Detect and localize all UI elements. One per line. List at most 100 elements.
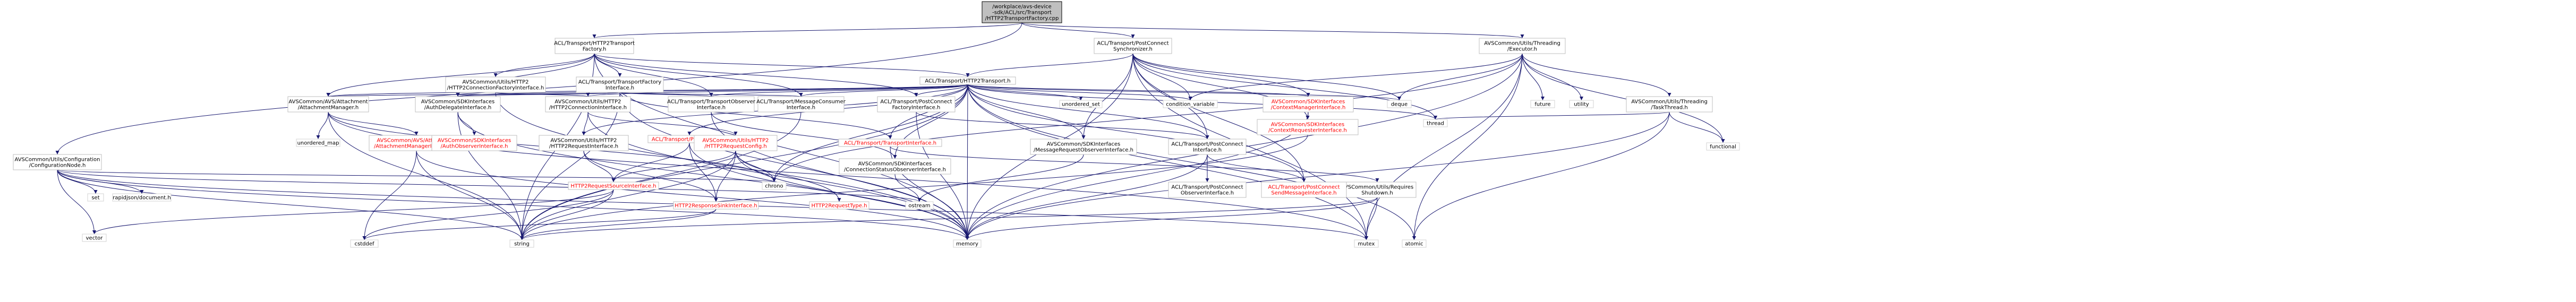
edge-executor-to-chrono	[772, 53, 1523, 183]
node-postconnect-factory-if[interactable]: ACL/Transport/PostConnectFactoryInterfac…	[877, 96, 956, 113]
node-box	[1261, 182, 1347, 198]
node-ostream[interactable]: ostream	[905, 201, 934, 210]
node-atomic[interactable]: atomic	[1402, 239, 1427, 248]
node-http2req-type[interactable]: HTTP2RequestType.h	[809, 201, 869, 210]
node-label-line: unordered_map	[297, 141, 339, 146]
edge-postconnect-factory-if-to-postconnect-if	[916, 111, 1209, 140]
node-string[interactable]: string	[509, 239, 534, 248]
node-vector[interactable]: vector	[82, 234, 107, 242]
node-box	[13, 154, 102, 170]
node-unordered-set[interactable]: unordered_set	[1059, 100, 1103, 108]
node-deque[interactable]: deque	[1387, 100, 1412, 108]
node-label-line: AVSCommon/Utils/Threading	[1484, 41, 1560, 47]
node-transport-factory-if[interactable]: ACL/Transport/TransportFactoryInterface.…	[576, 76, 664, 93]
node-context-requester-if[interactable]: AVSCommon/SDKInterfaces/ContextRequester…	[1257, 119, 1359, 135]
node-cstddef[interactable]: cstddef	[350, 239, 379, 248]
node-label-line: AVSCommon/Utils/HTTP2	[550, 138, 617, 144]
node-label-line: ACL/Transport/TransportInterface.h	[844, 141, 936, 146]
node-http2resp-sink-if[interactable]: HTTP2ResponseSinkInterface.h	[673, 201, 759, 210]
node-label-line: /HTTP2ConnectionFactoryInterface.h	[447, 85, 544, 91]
node-http2conn-factory-if[interactable]: AVSCommon/Utils/HTTP2/HTTP2ConnectionFac…	[445, 76, 546, 93]
node-box	[1706, 142, 1740, 151]
node-label-line: AVSCommon/SDKInterfaces	[858, 161, 932, 167]
edge-factory-h-to-transport-observer-if	[594, 53, 713, 97]
node-label-line: FactoryInterface.h	[892, 105, 941, 111]
node-auth-observer-if[interactable]: AVSCommon/SDKInterfaces/AuthObserverInte…	[431, 135, 517, 151]
node-postconnect-send-msg-if[interactable]: ACL/Transport/PostConnectSendMessageInte…	[1261, 182, 1347, 198]
node-chrono[interactable]: chrono	[762, 182, 787, 190]
node-label-line: /AuthObserverInterface.h	[441, 144, 508, 150]
node-context-mgr-if[interactable]: AVSCommon/SDKInterfaces/ContextManagerIn…	[1263, 96, 1354, 113]
node-http2req-config[interactable]: AVSCommon/Utils/HTTP2/HTTP2RequestConfig…	[694, 135, 778, 151]
node-box	[919, 76, 1016, 85]
node-auth-delegate[interactable]: AVSCommon/SDKInterfaces/AuthDelegateInte…	[415, 96, 501, 113]
edge-http2transport-to-conn-status-observer-if	[893, 84, 968, 159]
edge-factory-h-to-http2transport	[594, 53, 970, 77]
node-label-line: mutex	[1358, 241, 1375, 247]
node-utility[interactable]: utility	[1569, 100, 1594, 108]
node-http2transport[interactable]: ACL/Transport/HTTP2Transport.h	[919, 76, 1016, 85]
node-label-line: ACL/Transport/MessageConsumer	[756, 99, 846, 105]
node-label-line: thread	[1427, 121, 1444, 127]
node-label-line: AVSCommon/Utils/HTTP2	[462, 80, 528, 85]
node-msg-req-observer-if[interactable]: AVSCommon/SDKInterfaces/MessageRequestOb…	[1030, 139, 1137, 155]
node-box	[112, 193, 172, 202]
node-label-line: functional	[1710, 144, 1736, 150]
node-box	[673, 201, 759, 210]
node-conn-status-observer-if[interactable]: AVSCommon/SDKInterfaces/ConnectionStatus…	[839, 158, 951, 175]
node-task-thread[interactable]: AVSCommon/Utils/Threading/TaskThread.h	[1626, 96, 1713, 113]
node-postconnect-observer-if[interactable]: ACL/Transport/PostConnectObserverInterfa…	[1168, 182, 1247, 198]
node-condition-variable[interactable]: condition_variable	[1163, 100, 1218, 108]
node-http2req-source-if[interactable]: HTTP2RequestSourceInterface.h	[568, 182, 659, 190]
node-config-node[interactable]: AVSCommon/Utils/Configuration/Configurat…	[13, 154, 102, 170]
edge-context-requester-if-to-string	[520, 134, 1308, 240]
node-label-line: ACL/Transport/HTTP2Transport.h	[925, 79, 1010, 84]
node-unordered-map[interactable]: unordered_map	[296, 139, 340, 147]
node-attachment-mgr[interactable]: AVSCommon/AVS/Attachment/AttachmentManag…	[287, 96, 369, 113]
edge-requires-shutdown-to-memory	[965, 197, 1378, 240]
node-label-line: ostream	[908, 203, 930, 209]
edge-http2transport-to-deque	[967, 84, 1401, 101]
node-set[interactable]: set	[87, 193, 104, 202]
node-box	[839, 158, 951, 175]
edge-http2req-if-to-http2resp-sink-if	[583, 150, 718, 202]
node-rapidjson[interactable]: rapidjson/document.h	[112, 193, 172, 202]
node-transport-if[interactable]: ACL/Transport/TransportInterface.h	[838, 139, 942, 147]
node-label-line: AVSCommon/AVS/Attachment	[377, 138, 456, 144]
node-label-line: Synchronizer.h	[1113, 47, 1153, 53]
edge-http2transport-to-transport-observer-if	[709, 84, 968, 97]
node-label-line: ACL/Transport/PostConnect	[1171, 142, 1243, 148]
node-label-line: ACL/Transport/TransportFactory	[578, 80, 661, 85]
edge-http2transport-to-auth-delegate	[456, 84, 968, 97]
node-factory-h[interactable]: ACL/Transport/HTTP2TransportFactory.h	[554, 38, 635, 54]
node-box	[1569, 100, 1594, 108]
node-label-line: vector	[86, 236, 104, 241]
node-root[interactable]: /workplace/avs-device-sdk/ACL/src/Transp…	[982, 1, 1062, 23]
node-executor[interactable]: AVSCommon/Utils/Threading/Executor.h	[1479, 38, 1566, 54]
node-label-line: string	[514, 241, 530, 247]
node-http2req-if[interactable]: AVSCommon/Utils/HTTP2/HTTP2RequestInterf…	[539, 135, 629, 151]
node-memory[interactable]: memory	[953, 239, 982, 248]
node-http2conn-if[interactable]: AVSCommon/Utils/HTTP2/HTTP2ConnectionInt…	[545, 96, 631, 113]
node-label-line: /ConfigurationNode.h	[29, 163, 86, 169]
node-mutex[interactable]: mutex	[1354, 239, 1379, 248]
edge-executor-to-condition-variable	[1188, 53, 1523, 101]
node-box	[1263, 96, 1354, 113]
edge-executor-to-task-thread	[1522, 53, 1671, 97]
node-label-line: /workplace/avs-device	[992, 4, 1052, 10]
node-box	[1387, 100, 1412, 108]
node-box	[1030, 139, 1137, 155]
node-transport-observer-if[interactable]: ACL/Transport/TransportObserverInterface…	[667, 96, 756, 113]
node-box	[1423, 119, 1448, 127]
edge-config-node-to-memory	[57, 169, 969, 240]
edge-http2req-config-to-string	[520, 150, 736, 240]
node-future[interactable]: future	[1530, 100, 1555, 108]
edge-task-thread-to-memory	[965, 111, 1670, 240]
node-thread[interactable]: thread	[1423, 119, 1448, 127]
edge-config-node-to-string	[57, 169, 524, 240]
node-functional[interactable]: functional	[1706, 142, 1740, 151]
